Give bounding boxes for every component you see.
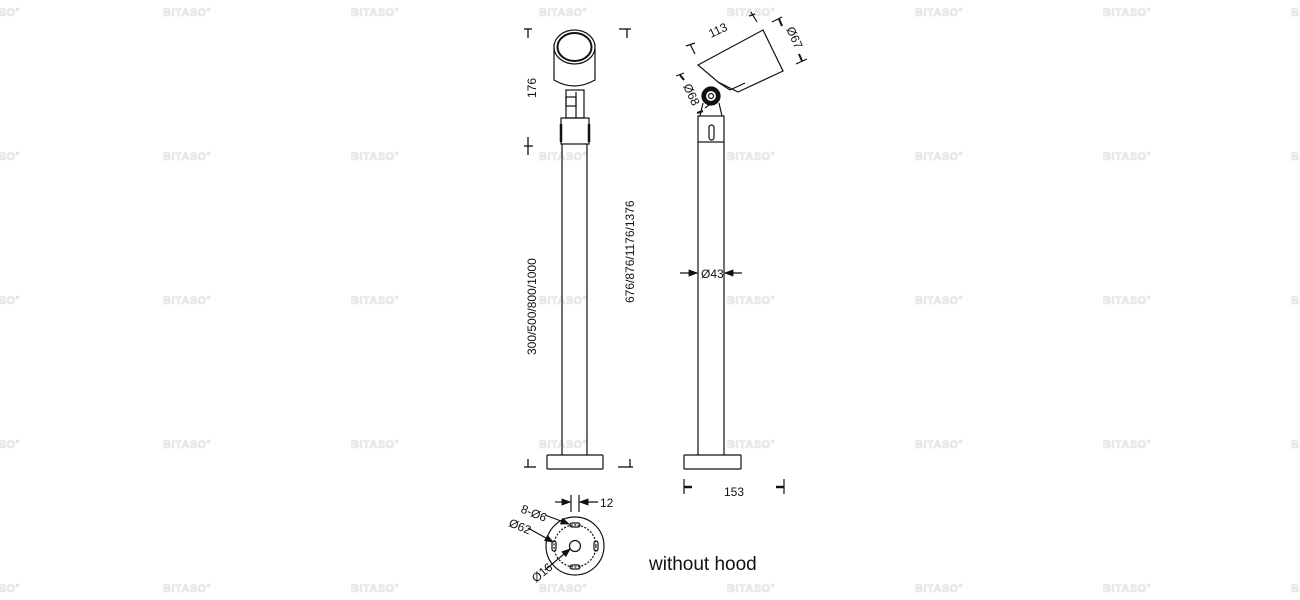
front-view	[524, 28, 633, 470]
watermark-logo: BITASO®	[1103, 151, 1151, 164]
watermark-logo: BITASO®	[0, 7, 20, 20]
slot-width-label: 12	[600, 496, 614, 510]
watermark-logo: BITASO®	[1291, 7, 1300, 20]
base-view	[527, 495, 605, 576]
watermark-logo: BITASO®	[163, 583, 211, 596]
watermark-logo: BITASO®	[1291, 295, 1300, 308]
watermark-logo: BITASO®	[727, 151, 775, 164]
watermark-logo: BITASO®	[727, 583, 775, 596]
watermark-logo: BITASO®	[915, 583, 963, 596]
watermark-logo: BITASO®	[539, 439, 587, 452]
head-length-label: 113	[706, 20, 730, 41]
watermark-logo: BITASO®	[915, 295, 963, 308]
watermark-logo: BITASO®	[915, 439, 963, 452]
watermark-logo: BITASO®	[1291, 439, 1300, 452]
watermark-logo: BITASO®	[163, 439, 211, 452]
joint-diameter-label: Ø68	[680, 81, 702, 108]
head-height-label: 176	[525, 78, 539, 98]
watermark-logo: BITASO®	[1103, 583, 1151, 596]
watermark-logo: BITASO®	[727, 439, 775, 452]
watermark-logo: BITASO®	[351, 439, 399, 452]
watermark-logo: BITASO®	[915, 151, 963, 164]
watermark-logo: BITASO®	[539, 7, 587, 20]
watermark-logo: BITASO®	[1103, 295, 1151, 308]
watermark-logo: BITASO®	[539, 295, 587, 308]
watermark-logo: BITASO®	[0, 295, 20, 308]
watermark-logo: BITASO®	[727, 295, 775, 308]
base-width-label: 153	[724, 485, 744, 499]
pole-diameter-label: Ø43	[701, 267, 724, 281]
watermark-logo: BITASO®	[351, 7, 399, 20]
watermark-logo: BITASO®	[1103, 439, 1151, 452]
watermark-logo: BITASO®	[0, 583, 20, 596]
watermark-logo: BITASO®	[351, 151, 399, 164]
watermark-logo: BITASO®	[727, 7, 775, 20]
watermark-logo: BITASO®	[1103, 7, 1151, 20]
watermark-logo: BITASO®	[0, 151, 20, 164]
pole-height-label: 300/500/800/1000	[525, 258, 539, 355]
watermark-logo: BITASO®	[1291, 583, 1300, 596]
watermark-logo: BITASO®	[351, 295, 399, 308]
watermark-logo: BITASO®	[163, 151, 211, 164]
watermark-logo: BITASO®	[539, 151, 587, 164]
side-view	[675, 11, 808, 494]
caption-text: without hood	[648, 554, 757, 575]
watermark-logo: BITASO®	[1291, 151, 1300, 164]
watermark-logo: BITASO®	[915, 7, 963, 20]
watermark-logo: BITASO®	[351, 583, 399, 596]
watermark-logo: BITASO®	[163, 7, 211, 20]
watermark-logo: BITASO®	[0, 439, 20, 452]
total-height-label: 676/876/1176/1376	[623, 200, 637, 303]
watermark-logo: BITASO®	[163, 295, 211, 308]
watermark-logo: BITASO®	[539, 583, 587, 596]
head-diameter-label: Ø67	[783, 24, 805, 51]
